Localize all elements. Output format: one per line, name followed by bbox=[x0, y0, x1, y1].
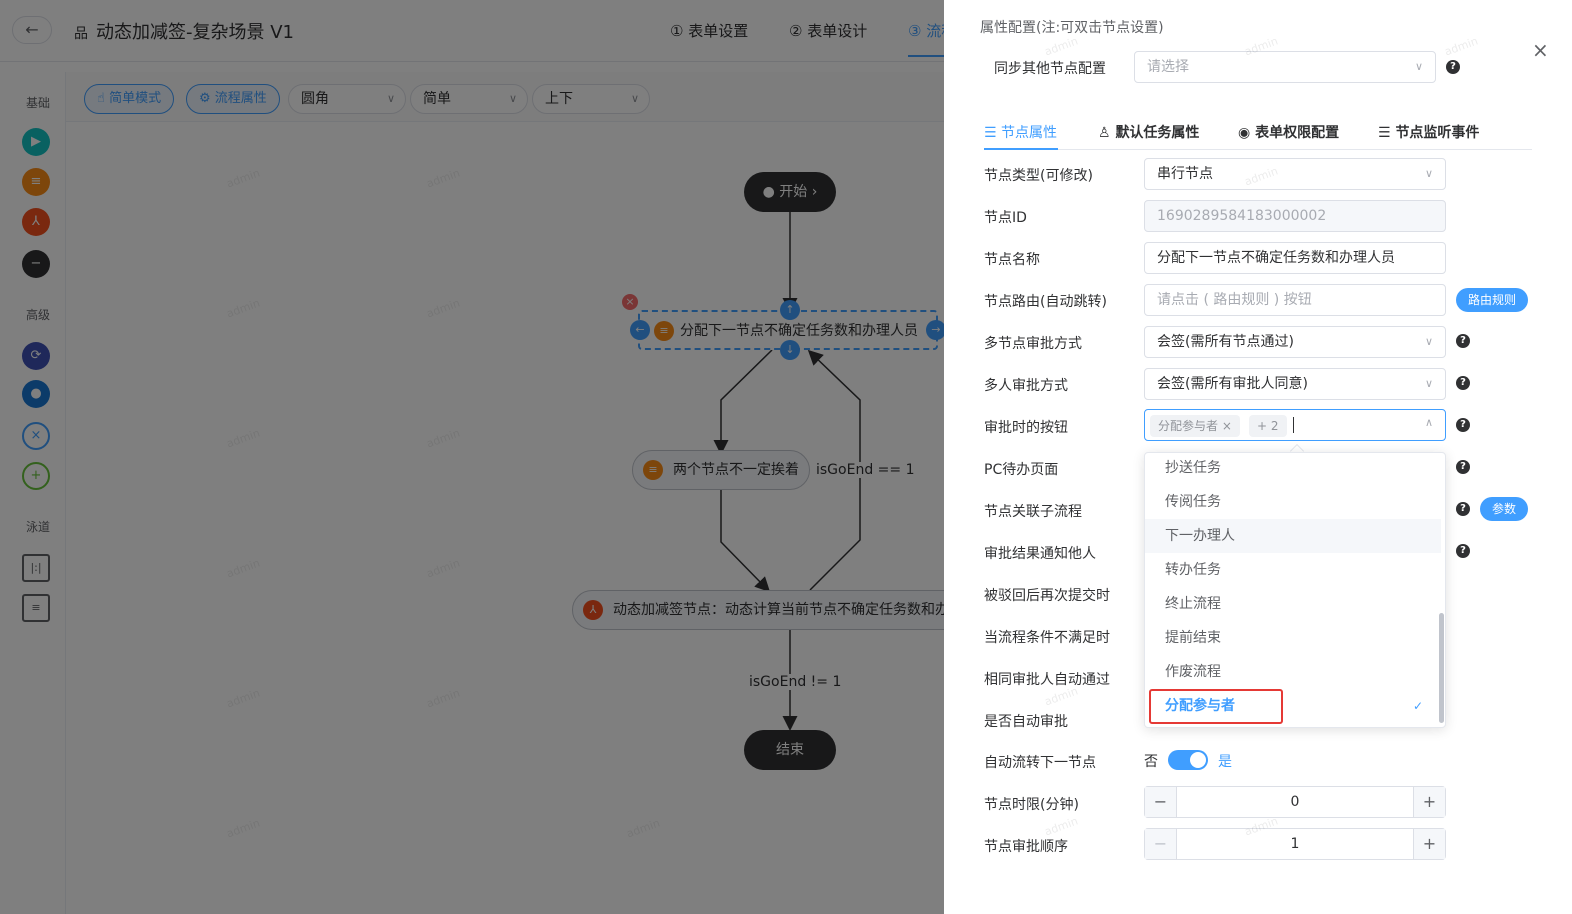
time-limit-value[interactable]: 0 bbox=[1290, 794, 1300, 810]
watermark: admin bbox=[1042, 34, 1080, 59]
subflow-params-button[interactable]: 参数 bbox=[1480, 497, 1529, 521]
selected-tag-label: 分配参与者 bbox=[1158, 419, 1219, 433]
chevron-down-icon: ∨ bbox=[1424, 335, 1433, 348]
tab-form-permissions[interactable]: ◉ 表单权限配置 bbox=[1238, 122, 1339, 142]
dropdown-option-selected[interactable]: 分配参与者 ✓ bbox=[1145, 689, 1441, 723]
node-type-select[interactable]: 串行节点 ∨ bbox=[1144, 158, 1446, 190]
node-type-label: 节点类型(可修改) bbox=[984, 168, 1093, 184]
help-icon[interactable]: ? bbox=[1456, 376, 1470, 390]
sync-config-placeholder: 请选择 bbox=[1147, 59, 1189, 75]
tab-node-listeners[interactable]: ☰ 节点监听事件 bbox=[1378, 122, 1479, 142]
multi-node-approval-value: 会签(需所有节点通过) bbox=[1157, 334, 1294, 350]
dropdown-option[interactable]: 提前结束 bbox=[1165, 630, 1221, 646]
node-id-field: 1690289584183000002 bbox=[1144, 200, 1446, 232]
drawer-title: 属性配置(注:可双击节点设置) bbox=[980, 20, 1164, 36]
node-name-field[interactable]: 分配下一节点不确定任务数和办理人员 bbox=[1144, 242, 1446, 274]
eye-icon: ◉ bbox=[1238, 125, 1256, 141]
dropdown-option[interactable]: 转办任务 bbox=[1165, 562, 1221, 578]
tab-form-permissions-label: 表单权限配置 bbox=[1255, 125, 1340, 141]
switch-off-label: 否 bbox=[1144, 754, 1158, 770]
tab-default-task-props-label: 默认任务属性 bbox=[1115, 125, 1200, 141]
tab-node-listeners-label: 节点监听事件 bbox=[1395, 125, 1480, 141]
tab-default-task-props[interactable]: ♙ 默认任务属性 bbox=[1098, 122, 1199, 142]
sliders-icon: ☰ bbox=[984, 125, 1002, 141]
multi-node-approval-label: 多节点审批方式 bbox=[984, 336, 1082, 352]
route-rules-button[interactable]: 路由规则 bbox=[1456, 288, 1529, 312]
sliders-icon: ☰ bbox=[1378, 125, 1396, 141]
dropdown-option[interactable]: 终止流程 bbox=[1165, 596, 1221, 612]
selected-tag: 分配参与者 × bbox=[1150, 415, 1240, 437]
help-icon[interactable]: ? bbox=[1456, 418, 1470, 432]
approval-buttons-label: 审批时的按钮 bbox=[984, 420, 1068, 436]
dropdown-scrollbar[interactable] bbox=[1439, 613, 1444, 723]
plus-icon[interactable]: + bbox=[1413, 787, 1445, 817]
dropdown-option[interactable]: 传阅任务 bbox=[1165, 494, 1221, 510]
auto-next-switch[interactable] bbox=[1168, 750, 1208, 770]
auto-approve-label: 是否自动审批 bbox=[984, 714, 1068, 730]
help-icon[interactable]: ? bbox=[1456, 544, 1470, 558]
watermark: admin bbox=[1442, 34, 1480, 59]
sync-config-label: 同步其他节点配置 bbox=[994, 61, 1106, 77]
node-route-label: 节点路由(自动跳转) bbox=[984, 294, 1107, 310]
sync-config-select[interactable]: 请选择 ∨ bbox=[1134, 51, 1436, 83]
close-icon[interactable]: × bbox=[1532, 38, 1549, 62]
chevron-down-icon: ∨ bbox=[1424, 167, 1433, 180]
help-icon[interactable]: ? bbox=[1456, 502, 1470, 516]
approval-order-stepper[interactable]: − 1 + bbox=[1144, 828, 1446, 860]
dropdown-option[interactable]: 抄送任务 bbox=[1165, 460, 1221, 476]
more-tags-count: + 2 bbox=[1249, 415, 1287, 437]
help-icon[interactable]: ? bbox=[1446, 60, 1460, 74]
node-type-value: 串行节点 bbox=[1157, 166, 1213, 182]
approval-buttons-dropdown: 抄送任务 传阅任务 下一办理人 转办任务 终止流程 提前结束 作废流程 分配参与… bbox=[1144, 452, 1446, 728]
same-approver-label: 相同审批人自动通过 bbox=[984, 672, 1110, 688]
node-config-drawer: 属性配置(注:可双击节点设置) × 同步其他节点配置 请选择 ∨ ? ☰ 节点属性… bbox=[944, 0, 1572, 914]
multi-node-approval-select[interactable]: 会签(需所有节点通过) ∨ bbox=[1144, 326, 1446, 358]
plus-icon[interactable]: + bbox=[1413, 829, 1445, 859]
approval-order-label: 节点审批顺序 bbox=[984, 839, 1068, 855]
time-limit-label: 节点时限(分钟) bbox=[984, 797, 1079, 813]
check-icon: ✓ bbox=[1412, 699, 1423, 713]
notify-others-label: 审批结果通知他人 bbox=[984, 546, 1096, 562]
active-tab-indicator bbox=[984, 148, 1058, 150]
help-icon[interactable]: ? bbox=[1456, 460, 1470, 474]
node-route-field[interactable]: 请点击 ( 路由规则 ) 按钮 bbox=[1144, 284, 1446, 316]
minus-icon[interactable]: − bbox=[1145, 829, 1177, 859]
dropdown-option[interactable]: 下一办理人 bbox=[1145, 519, 1441, 553]
chevron-down-icon: ∨ bbox=[1414, 60, 1423, 73]
time-limit-stepper[interactable]: − 0 + bbox=[1144, 786, 1446, 818]
node-id-label: 节点ID bbox=[984, 210, 1027, 226]
multi-user-approval-value: 会签(需所有审批人同意) bbox=[1157, 376, 1308, 392]
multi-user-approval-select[interactable]: 会签(需所有审批人同意) ∨ bbox=[1144, 368, 1446, 400]
selected-option-label: 分配参与者 bbox=[1165, 698, 1235, 714]
switch-on-label: 是 bbox=[1218, 754, 1232, 770]
text-cursor bbox=[1293, 417, 1294, 433]
watermark: admin bbox=[1042, 814, 1080, 839]
auto-next-label: 自动流转下一节点 bbox=[984, 755, 1096, 771]
minus-icon[interactable]: − bbox=[1145, 787, 1177, 817]
switch-knob bbox=[1190, 752, 1206, 768]
chevron-up-icon: ∧ bbox=[1424, 416, 1433, 429]
approval-order-value[interactable]: 1 bbox=[1290, 836, 1300, 852]
dropdown-option[interactable]: 作废流程 bbox=[1165, 664, 1221, 680]
condition-fail-label: 当流程条件不满足时 bbox=[984, 630, 1110, 646]
node-name-label: 节点名称 bbox=[984, 252, 1040, 268]
help-icon[interactable]: ? bbox=[1456, 334, 1470, 348]
subflow-label: 节点关联子流程 bbox=[984, 504, 1082, 520]
tab-node-props[interactable]: ☰ 节点属性 bbox=[984, 122, 1057, 142]
tab-node-props-label: 节点属性 bbox=[1001, 125, 1058, 141]
annotation-highlight-box bbox=[1149, 689, 1283, 724]
chevron-down-icon: ∨ bbox=[1424, 377, 1433, 390]
user-outline-icon: ♙ bbox=[1098, 125, 1116, 141]
approval-buttons-select[interactable]: 分配参与者 × + 2 ∧ bbox=[1144, 409, 1446, 441]
pc-todo-page-label: PC待办页面 bbox=[984, 462, 1059, 478]
tag-close-icon[interactable]: × bbox=[1221, 419, 1232, 433]
multi-user-approval-label: 多人审批方式 bbox=[984, 378, 1068, 394]
modal-overlay[interactable] bbox=[0, 0, 944, 914]
drawer-tabs: ☰ 节点属性 ♙ 默认任务属性 ◉ 表单权限配置 ☰ 节点监听事件 bbox=[984, 116, 1532, 150]
resubmit-label: 被驳回后再次提交时 bbox=[984, 588, 1110, 604]
